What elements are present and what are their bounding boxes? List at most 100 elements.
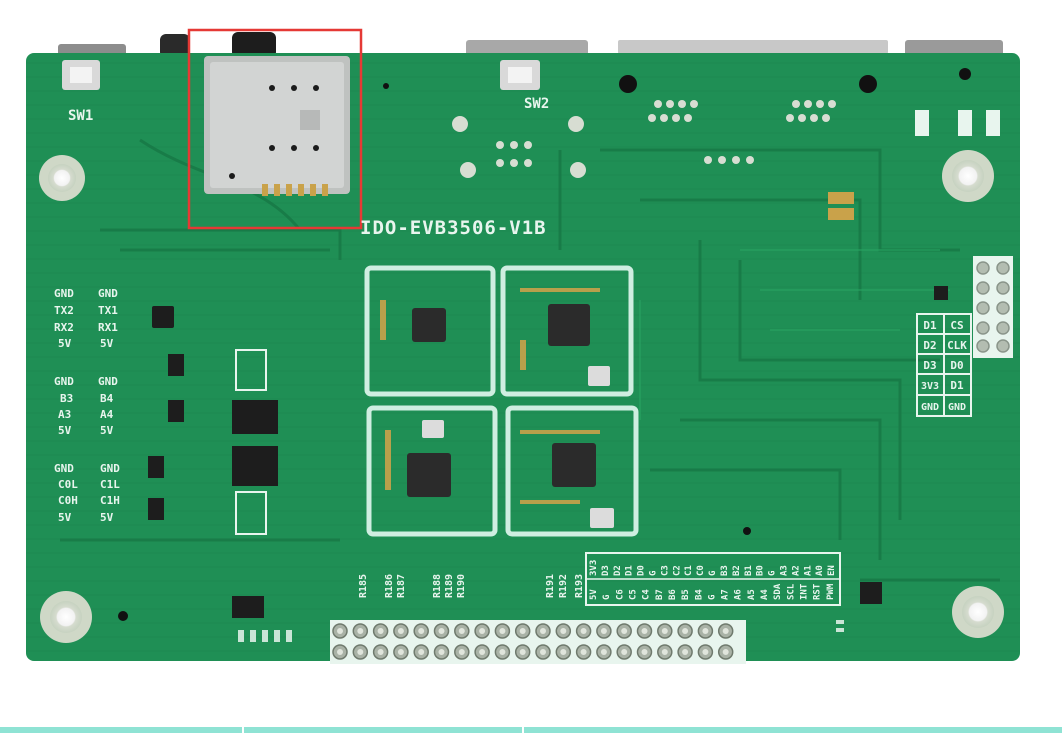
- header-pin-hole: [702, 628, 709, 634]
- header-pin-hole: [519, 628, 526, 634]
- header-pin-label: B3: [720, 565, 730, 576]
- header-pin-hole: [357, 649, 364, 655]
- header-pin-hole: [560, 649, 567, 655]
- header-pin-hole: [702, 649, 709, 655]
- svg-text:5V: 5V: [58, 511, 72, 524]
- header-pin-hole: [357, 628, 364, 634]
- header-pin-label: G: [602, 595, 612, 600]
- header-pin-label: B5: [681, 589, 691, 600]
- svg-text:GND: GND: [54, 462, 74, 475]
- svg-text:B3: B3: [60, 392, 73, 405]
- header-pin-hole: [641, 628, 648, 634]
- header-pin-hole: [499, 628, 506, 634]
- header-pin-label: D3: [601, 565, 611, 576]
- header-pin-hole: [337, 628, 343, 634]
- svg-text:R187: R187: [396, 574, 407, 598]
- svg-text:5V: 5V: [58, 337, 72, 350]
- svg-text:B4: B4: [100, 392, 114, 405]
- header-pin-label: B6: [668, 589, 678, 600]
- header-pin-hole: [661, 628, 668, 634]
- header-pin-label: B2: [732, 565, 742, 576]
- header-pin-hole: [438, 649, 445, 655]
- header-pin-label: D0: [637, 565, 647, 576]
- board-model-label: IDO-EVB3506-V1B: [360, 217, 547, 239]
- svg-text:R186: R186: [384, 574, 395, 598]
- vias: [118, 68, 971, 621]
- header-pin-hole: [479, 649, 486, 655]
- header-pin-hole: [722, 649, 729, 655]
- header-pin-hole: [621, 649, 628, 655]
- svg-text:GND: GND: [54, 287, 74, 300]
- header-pin-label: G: [768, 571, 778, 576]
- svg-text:TX2: TX2: [54, 304, 74, 317]
- header-pin-label: SCL: [786, 583, 796, 600]
- side-header: [973, 256, 1013, 358]
- header-pin-label: A1: [803, 565, 813, 576]
- strip-divider: [242, 727, 244, 733]
- bottom-strip: [0, 727, 1062, 733]
- header-pin-hole: [661, 649, 668, 655]
- svg-text:C0H: C0H: [58, 494, 78, 507]
- left-chips: [148, 286, 948, 618]
- svg-text:R192: R192: [558, 574, 569, 598]
- header-pin-label: B1: [744, 565, 754, 576]
- highlight-box: [187, 28, 363, 230]
- header-pin-label: C0: [696, 565, 706, 576]
- svg-text:GND: GND: [98, 287, 118, 300]
- header-pin-label: A2: [791, 565, 801, 576]
- uart-labels: GND TX2 RX2 5V GND TX1 RX1 5V: [54, 287, 118, 350]
- header-pin-hole: [458, 628, 465, 634]
- header-pin-label: INT: [800, 583, 810, 600]
- header-pin-label: G: [707, 595, 717, 600]
- svg-text:R188: R188: [432, 574, 443, 598]
- header-pin-hole: [580, 628, 587, 634]
- header-pin-hole: [682, 628, 689, 634]
- svg-text:5V: 5V: [58, 424, 72, 437]
- header-pin-label: D2: [613, 565, 623, 576]
- sd-cell: D1: [950, 379, 964, 392]
- header-pin-hole: [397, 649, 404, 655]
- header-pin-label: G: [708, 571, 718, 576]
- header-pin-hole: [438, 628, 445, 634]
- sd-label-table: D1 CS D2 CLK D3 D0 3V3 D1 GND GND: [916, 313, 972, 417]
- svg-text:GND: GND: [54, 375, 74, 388]
- sd-cell: GND: [921, 402, 939, 413]
- svg-text:R190: R190: [456, 574, 467, 598]
- pin-pads: [452, 100, 836, 178]
- header-pin-label: RST: [813, 583, 823, 600]
- svg-text:C0L: C0L: [58, 478, 78, 491]
- header-pin-hole: [722, 628, 729, 634]
- sim-card-slot: [204, 56, 350, 196]
- header-pin-label: 5V: [589, 589, 599, 600]
- svg-text:5V: 5V: [100, 424, 114, 437]
- header-pin-hole: [641, 649, 648, 655]
- strip-divider: [522, 727, 524, 733]
- mounting-holes: [39, 150, 1004, 643]
- header-pin-hole: [621, 628, 628, 634]
- header-pin-label: A5: [747, 589, 757, 600]
- can-labels: GND C0L C0H 5V GND C1L C1H 5V: [54, 462, 120, 524]
- header-pin-hole: [418, 649, 425, 655]
- smd-components: [828, 110, 1000, 220]
- header-pin-label: PWM: [826, 583, 836, 600]
- header-pin-hole: [499, 649, 506, 655]
- svg-text:R193: R193: [574, 574, 585, 598]
- sd-cell: 3V3: [921, 381, 939, 392]
- header-pin-label: A7: [721, 589, 731, 600]
- sd-cell: D2: [923, 339, 936, 352]
- switch-sw2: [500, 60, 540, 90]
- header-pin-label: A3: [779, 565, 789, 576]
- sd-cell: GND: [948, 402, 966, 413]
- svg-text:C1L: C1L: [100, 478, 120, 491]
- sd-cell: D3: [923, 359, 936, 372]
- svg-text:RX2: RX2: [54, 321, 74, 334]
- module-grid: [364, 265, 639, 537]
- header-pin-label: A0: [815, 565, 825, 576]
- svg-text:GND: GND: [100, 462, 120, 475]
- switch-sw1: [62, 60, 100, 90]
- header-pin-hole: [377, 628, 384, 634]
